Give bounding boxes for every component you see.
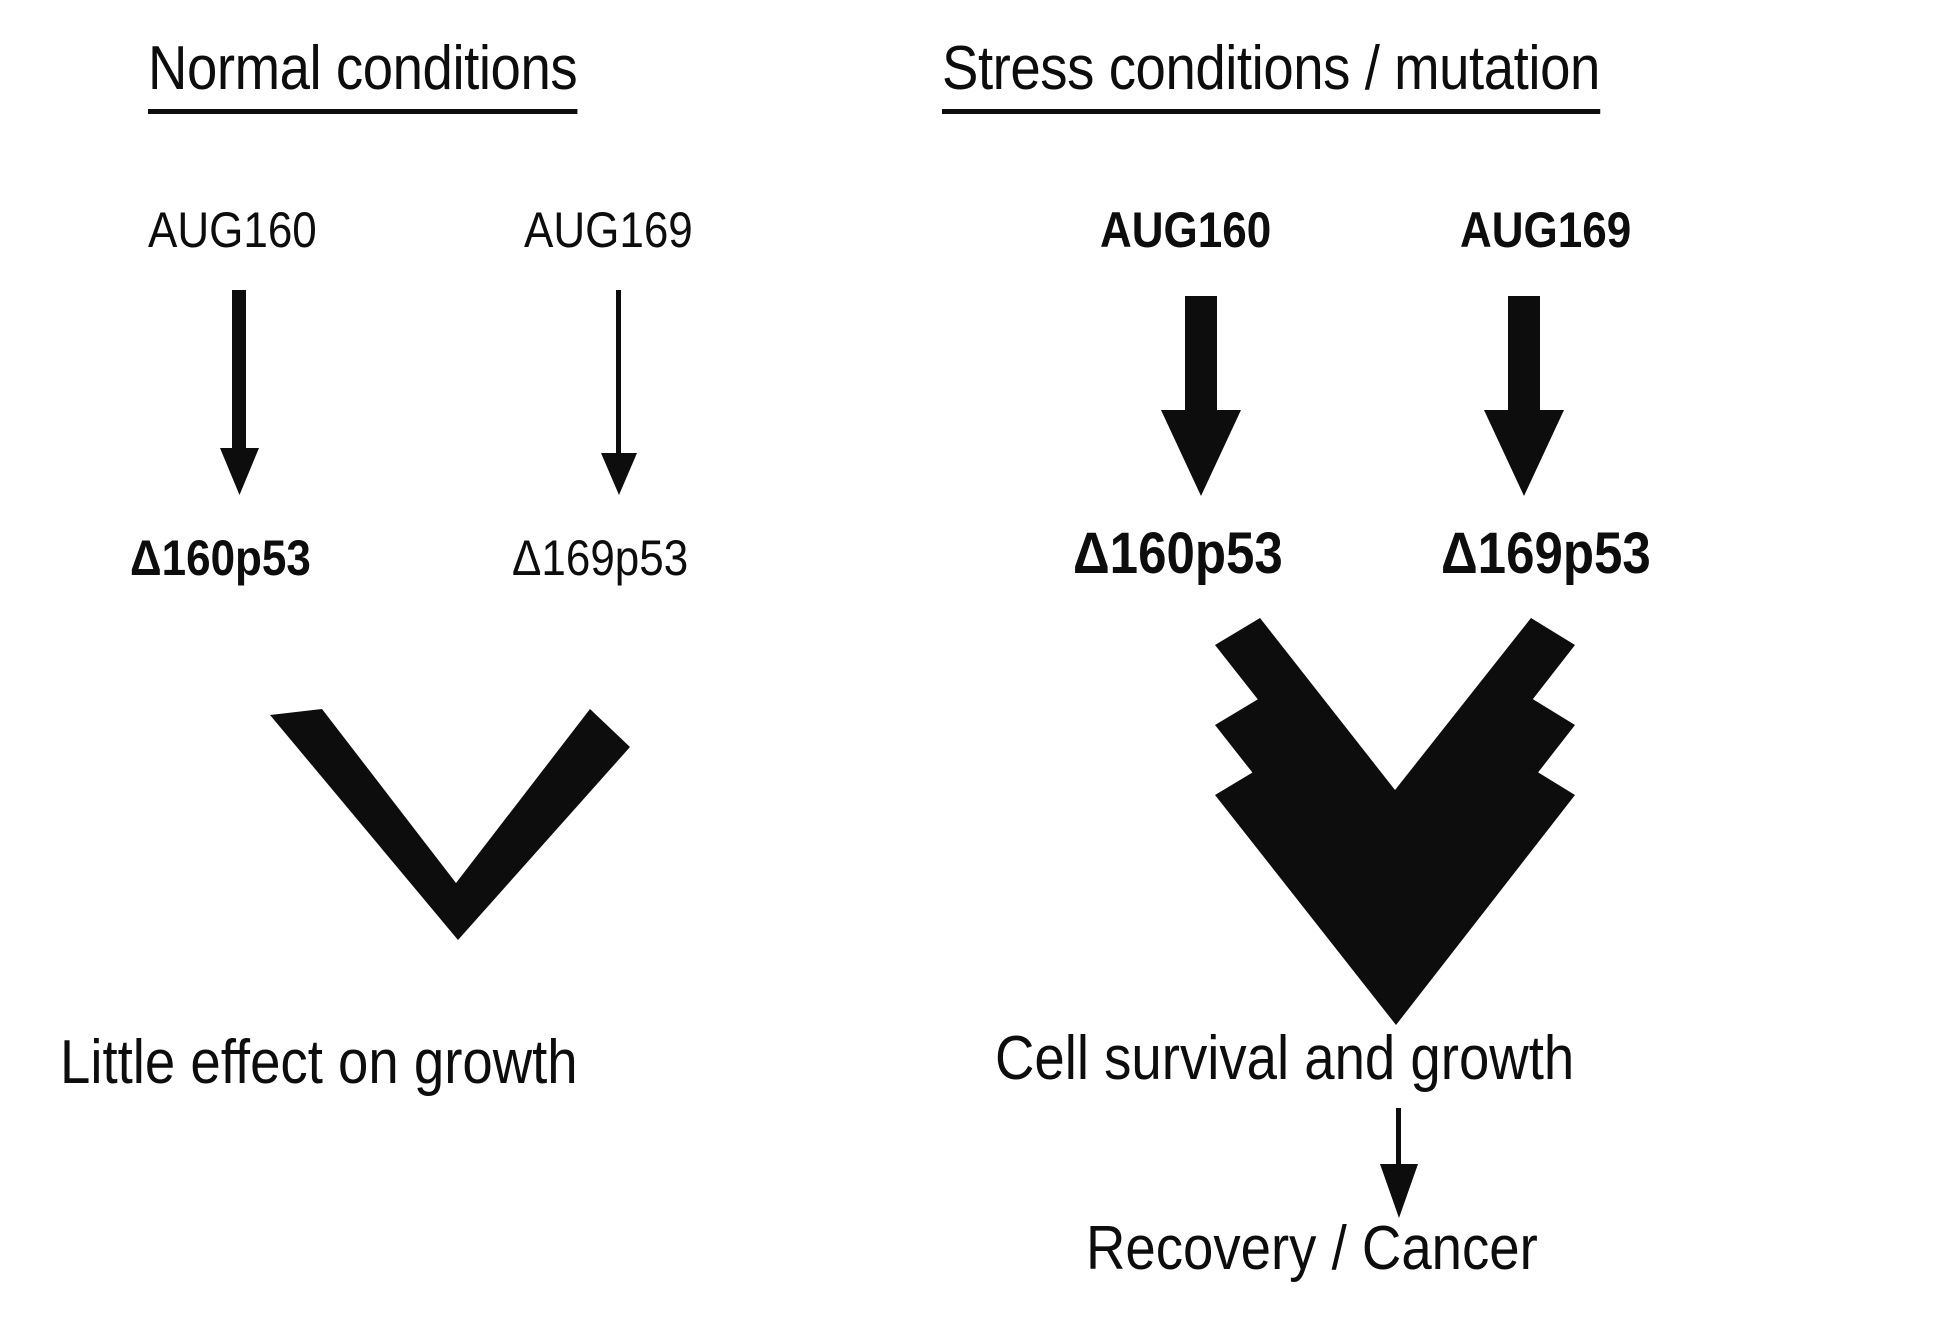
right-arrow-aug169-to-delta169 <box>1484 296 1564 496</box>
arrow-shaft <box>232 290 246 452</box>
left-arrow-aug160-to-delta160 <box>220 290 259 495</box>
right-aug169-label: AUG169 <box>1460 202 1632 258</box>
chevron-shape-2 <box>1215 698 1575 955</box>
arrow-shaft <box>616 290 621 457</box>
arrow-head <box>1484 410 1564 496</box>
left-chevron-down-icon <box>270 709 630 940</box>
right-panel-heading-underline <box>942 109 1601 114</box>
arrow-head <box>220 448 259 495</box>
left-aug160-label: AUG160 <box>148 202 317 258</box>
arrow-head <box>1161 410 1241 496</box>
right-panel-heading-text: Stress conditions / mutation <box>942 34 1600 103</box>
arrow-shaft <box>1185 296 1217 414</box>
arrow-head <box>601 453 637 495</box>
right-arrow-aug160-to-delta160 <box>1161 296 1241 496</box>
right-aug160-label: AUG160 <box>1100 202 1272 258</box>
arrow-shaft <box>1508 296 1540 414</box>
right-triple-chevron-down-icon <box>1215 618 1575 1025</box>
right-outcome-label: Cell survival and growth <box>995 1024 1575 1093</box>
left-arrow-aug169-to-delta169 <box>601 290 637 495</box>
left-panel-heading-underline <box>148 109 578 114</box>
right-delta160p53-label: Δ160p53 <box>1073 521 1283 586</box>
left-panel-heading-text: Normal conditions <box>148 34 578 103</box>
chevron-shape-1 <box>1215 618 1575 875</box>
left-aug169-label: AUG169 <box>524 202 693 258</box>
left-delta169p53-label: Δ169p53 <box>512 530 689 586</box>
right-panel-heading: Stress conditions / mutation <box>942 38 1600 114</box>
right-arrow-outcome-to-final <box>1380 1108 1418 1218</box>
left-delta160p53-label: Δ160p53 <box>130 530 311 586</box>
left-panel-heading: Normal conditions <box>148 38 578 114</box>
right-final-outcome-label: Recovery / Cancer <box>1086 1214 1538 1283</box>
chevron-shape <box>270 709 630 940</box>
right-delta169p53-label: Δ169p53 <box>1441 521 1651 586</box>
left-outcome-label: Little effect on growth <box>60 1028 578 1097</box>
chevron-shape-3 <box>1215 768 1575 1025</box>
arrow-shaft <box>1396 1108 1401 1168</box>
arrow-head <box>1380 1164 1418 1218</box>
